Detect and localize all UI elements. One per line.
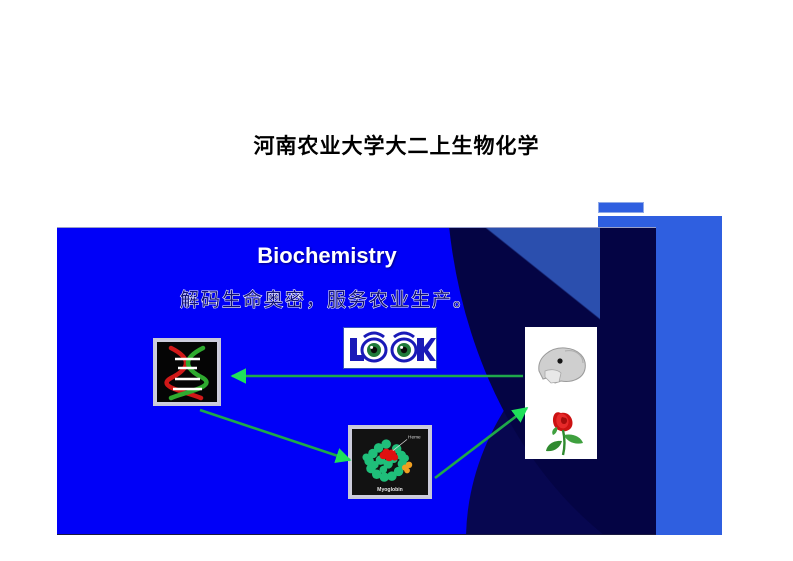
presentation-slide: Biochemistry 解码生命奥密，服务农业生产。 <box>57 227 656 535</box>
page-title: 河南农业大学大二上生物化学 <box>253 134 540 158</box>
look-logo <box>343 327 437 369</box>
look-logo-graphic <box>350 331 436 363</box>
organism-graphics <box>525 327 597 459</box>
arrow-dna-protein <box>199 408 352 463</box>
red-rose-icon <box>546 412 583 456</box>
mouse-head-icon <box>538 347 586 384</box>
slide-subtitle: 解码生命奥密，服务农业生产。 <box>179 288 474 311</box>
image-dna-double-helix <box>153 338 221 406</box>
svg-text:Heme: Heme <box>408 434 421 440</box>
slide-heading: Biochemistry <box>257 243 397 268</box>
myoglobin-model-icon: Heme Myoglobin <box>352 429 428 495</box>
accent-bar <box>598 202 644 213</box>
image-myoglobin: Heme Myoglobin <box>348 425 432 499</box>
dna-double-helix-icon <box>157 342 217 402</box>
slide-corner-wedge <box>480 228 600 322</box>
svg-text:Myoglobin: Myoglobin <box>377 487 403 493</box>
image-panel-organism <box>525 327 597 459</box>
